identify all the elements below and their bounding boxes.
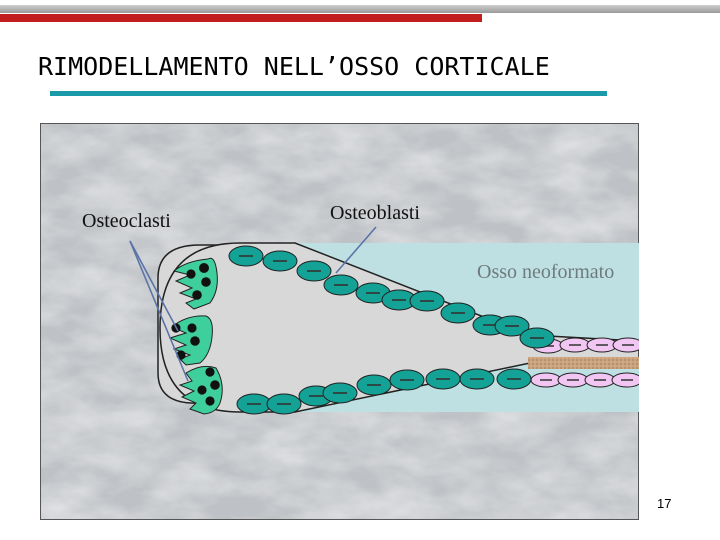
top-bar-red	[0, 14, 482, 22]
cortical-remodeling-figure: Osteoclasti Osteoblasti Osso neoformato	[40, 123, 639, 520]
top-bar-gray	[0, 5, 720, 13]
label-osteoclasti: Osteoclasti	[82, 210, 171, 232]
slide-title: RIMODELLAMENTO NELL’OSSO CORTICALE	[38, 52, 550, 81]
blood-vessel	[528, 357, 639, 369]
title-rule	[50, 91, 607, 96]
page-number: 17	[657, 496, 671, 511]
label-osso-neoformato: Osso neoformato	[477, 261, 614, 283]
label-osteoblasti: Osteoblasti	[330, 202, 420, 224]
